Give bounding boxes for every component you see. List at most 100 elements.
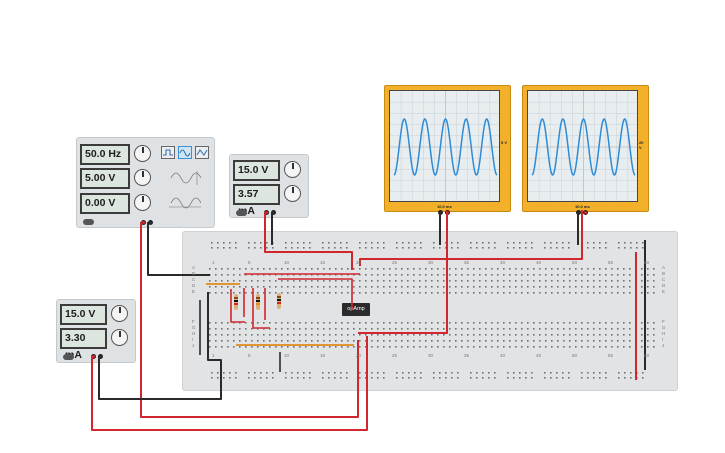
column-number: 20 bbox=[356, 260, 362, 265]
oscilloscope-2[interactable]: 20 V 10.0 ms bbox=[522, 85, 649, 215]
power-supply-1[interactable]: 15.0 V 3.57 mA bbox=[229, 154, 309, 218]
scope-negative-terminal[interactable] bbox=[576, 210, 581, 215]
volts-per-div-label: 20 V bbox=[639, 140, 644, 150]
negative-terminal[interactable] bbox=[148, 220, 153, 225]
column-number: 50 bbox=[572, 353, 578, 358]
current-display: 3.57 mA bbox=[233, 184, 280, 217]
negative-terminal[interactable] bbox=[271, 210, 276, 215]
resistor-3[interactable] bbox=[277, 293, 281, 309]
breadboard-holes bbox=[209, 242, 655, 379]
column-number: 15 bbox=[320, 353, 326, 358]
scope-screen bbox=[527, 90, 638, 202]
triangle-wave-icon bbox=[196, 149, 208, 156]
power-switch[interactable] bbox=[63, 354, 74, 360]
current-knob[interactable] bbox=[284, 185, 301, 202]
row-letter: B bbox=[662, 271, 666, 276]
row-letter: H bbox=[662, 331, 666, 336]
square-wave-icon bbox=[163, 149, 173, 156]
column-number: 35 bbox=[464, 353, 470, 358]
triangle-wave-button[interactable] bbox=[195, 146, 209, 159]
row-letter: C bbox=[192, 277, 196, 282]
row-letter: F bbox=[192, 319, 195, 324]
volts-per-div-label: 5 V bbox=[501, 140, 508, 145]
column-number: 45 bbox=[536, 260, 542, 265]
column-number: 55 bbox=[608, 353, 614, 358]
row-letter: E bbox=[192, 289, 196, 294]
negative-terminal[interactable] bbox=[98, 354, 103, 359]
positive-terminal[interactable] bbox=[91, 354, 96, 359]
column-number: 55 bbox=[608, 260, 614, 265]
column-number: 30 bbox=[428, 353, 434, 358]
positive-terminal[interactable] bbox=[141, 220, 146, 225]
column-number: 45 bbox=[536, 353, 542, 358]
voltage-knob[interactable] bbox=[111, 305, 128, 322]
row-letter: D bbox=[662, 283, 666, 288]
column-number: 25 bbox=[392, 260, 398, 265]
current-knob[interactable] bbox=[111, 329, 128, 346]
row-letter: G bbox=[662, 325, 666, 330]
sine-trace bbox=[390, 91, 499, 201]
row-letter: H bbox=[192, 331, 196, 336]
column-number: 15 bbox=[320, 260, 326, 265]
amplitude-wave-icon bbox=[170, 171, 201, 185]
resistor-1[interactable] bbox=[234, 294, 238, 310]
scope-positive-terminal[interactable] bbox=[445, 210, 450, 215]
column-number: 25 bbox=[392, 353, 398, 358]
timebase-label: 10.0 ms bbox=[575, 204, 590, 209]
offset-wave-icon bbox=[169, 197, 201, 209]
amplitude-display: 5.00 V bbox=[80, 168, 130, 189]
scope-negative-terminal[interactable] bbox=[438, 210, 443, 215]
column-number: 35 bbox=[464, 260, 470, 265]
row-letter: A bbox=[192, 265, 196, 270]
breadboard[interactable] bbox=[182, 231, 678, 391]
trace-path bbox=[531, 118, 636, 176]
row-letter: J bbox=[662, 343, 665, 348]
sine-wave-button[interactable] bbox=[178, 146, 192, 159]
column-number: 50 bbox=[572, 260, 578, 265]
oscilloscope-1[interactable]: 5 V 10.0 ms bbox=[384, 85, 511, 215]
function-generator[interactable]: 50.0 Hz 5.00 V 0.00 V bbox=[76, 137, 215, 228]
column-number: 1 bbox=[212, 260, 215, 265]
sine-trace bbox=[528, 91, 637, 201]
scope-screen bbox=[389, 90, 500, 202]
voltage-display: 15.0 V bbox=[233, 160, 280, 181]
column-number: 10 bbox=[284, 353, 290, 358]
current-display: 3.30 mA bbox=[60, 328, 107, 361]
row-letter: E bbox=[662, 289, 666, 294]
opamp-chip[interactable]: opAmp bbox=[342, 303, 370, 316]
offset-knob[interactable] bbox=[134, 194, 151, 211]
trace-path bbox=[393, 118, 498, 176]
power-supply-2[interactable]: 15.0 V 3.30 mA bbox=[56, 299, 136, 363]
column-number: 1 bbox=[212, 353, 215, 358]
column-number: 5 bbox=[248, 353, 251, 358]
resistor-2[interactable] bbox=[256, 294, 260, 310]
offset-display: 0.00 V bbox=[80, 193, 130, 214]
row-letter: B bbox=[192, 271, 196, 276]
timebase-label: 10.0 ms bbox=[437, 204, 452, 209]
sine-wave-icon bbox=[179, 149, 191, 157]
row-letter: D bbox=[192, 283, 196, 288]
row-letter: G bbox=[192, 325, 196, 330]
column-number: 5 bbox=[248, 260, 251, 265]
row-letter: F bbox=[662, 319, 665, 324]
column-number: 60 bbox=[644, 353, 650, 358]
column-number: 60 bbox=[644, 260, 650, 265]
column-number: 40 bbox=[500, 353, 506, 358]
row-letter: J bbox=[192, 343, 195, 348]
column-number: 30 bbox=[428, 260, 434, 265]
voltage-display: 15.0 V bbox=[60, 304, 107, 325]
scope-positive-terminal[interactable] bbox=[583, 210, 588, 215]
row-letter: I bbox=[192, 337, 194, 342]
square-wave-button[interactable] bbox=[161, 146, 175, 159]
voltage-knob[interactable] bbox=[284, 161, 301, 178]
frequency-knob[interactable] bbox=[134, 145, 151, 162]
column-number: 10 bbox=[284, 260, 290, 265]
column-number: 20 bbox=[356, 353, 362, 358]
positive-terminal[interactable] bbox=[264, 210, 269, 215]
column-number: 40 bbox=[500, 260, 506, 265]
power-switch[interactable] bbox=[236, 210, 247, 216]
power-switch[interactable] bbox=[83, 219, 94, 225]
frequency-display: 50.0 Hz bbox=[80, 144, 130, 165]
row-letter: C bbox=[662, 277, 666, 282]
amplitude-knob[interactable] bbox=[134, 169, 151, 186]
